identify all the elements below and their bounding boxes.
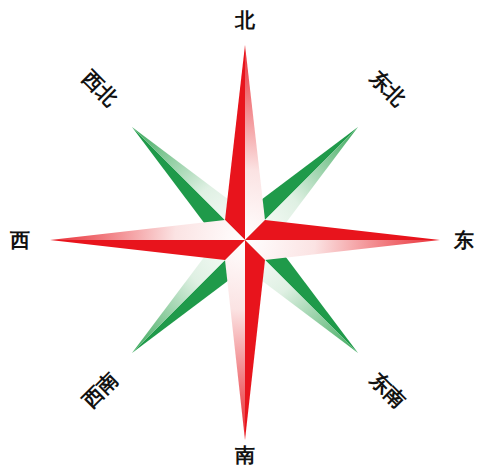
direction-label: 东 <box>454 230 474 250</box>
direction-label: 南 <box>235 445 255 465</box>
direction-label: 北 <box>235 10 255 30</box>
red-points <box>50 45 440 440</box>
direction-label: 东南 <box>367 369 409 411</box>
direction-label: 西 <box>10 230 30 250</box>
direction-label: 东北 <box>367 67 409 109</box>
direction-label: 西北 <box>79 67 121 109</box>
direction-label: 西南 <box>79 369 121 411</box>
